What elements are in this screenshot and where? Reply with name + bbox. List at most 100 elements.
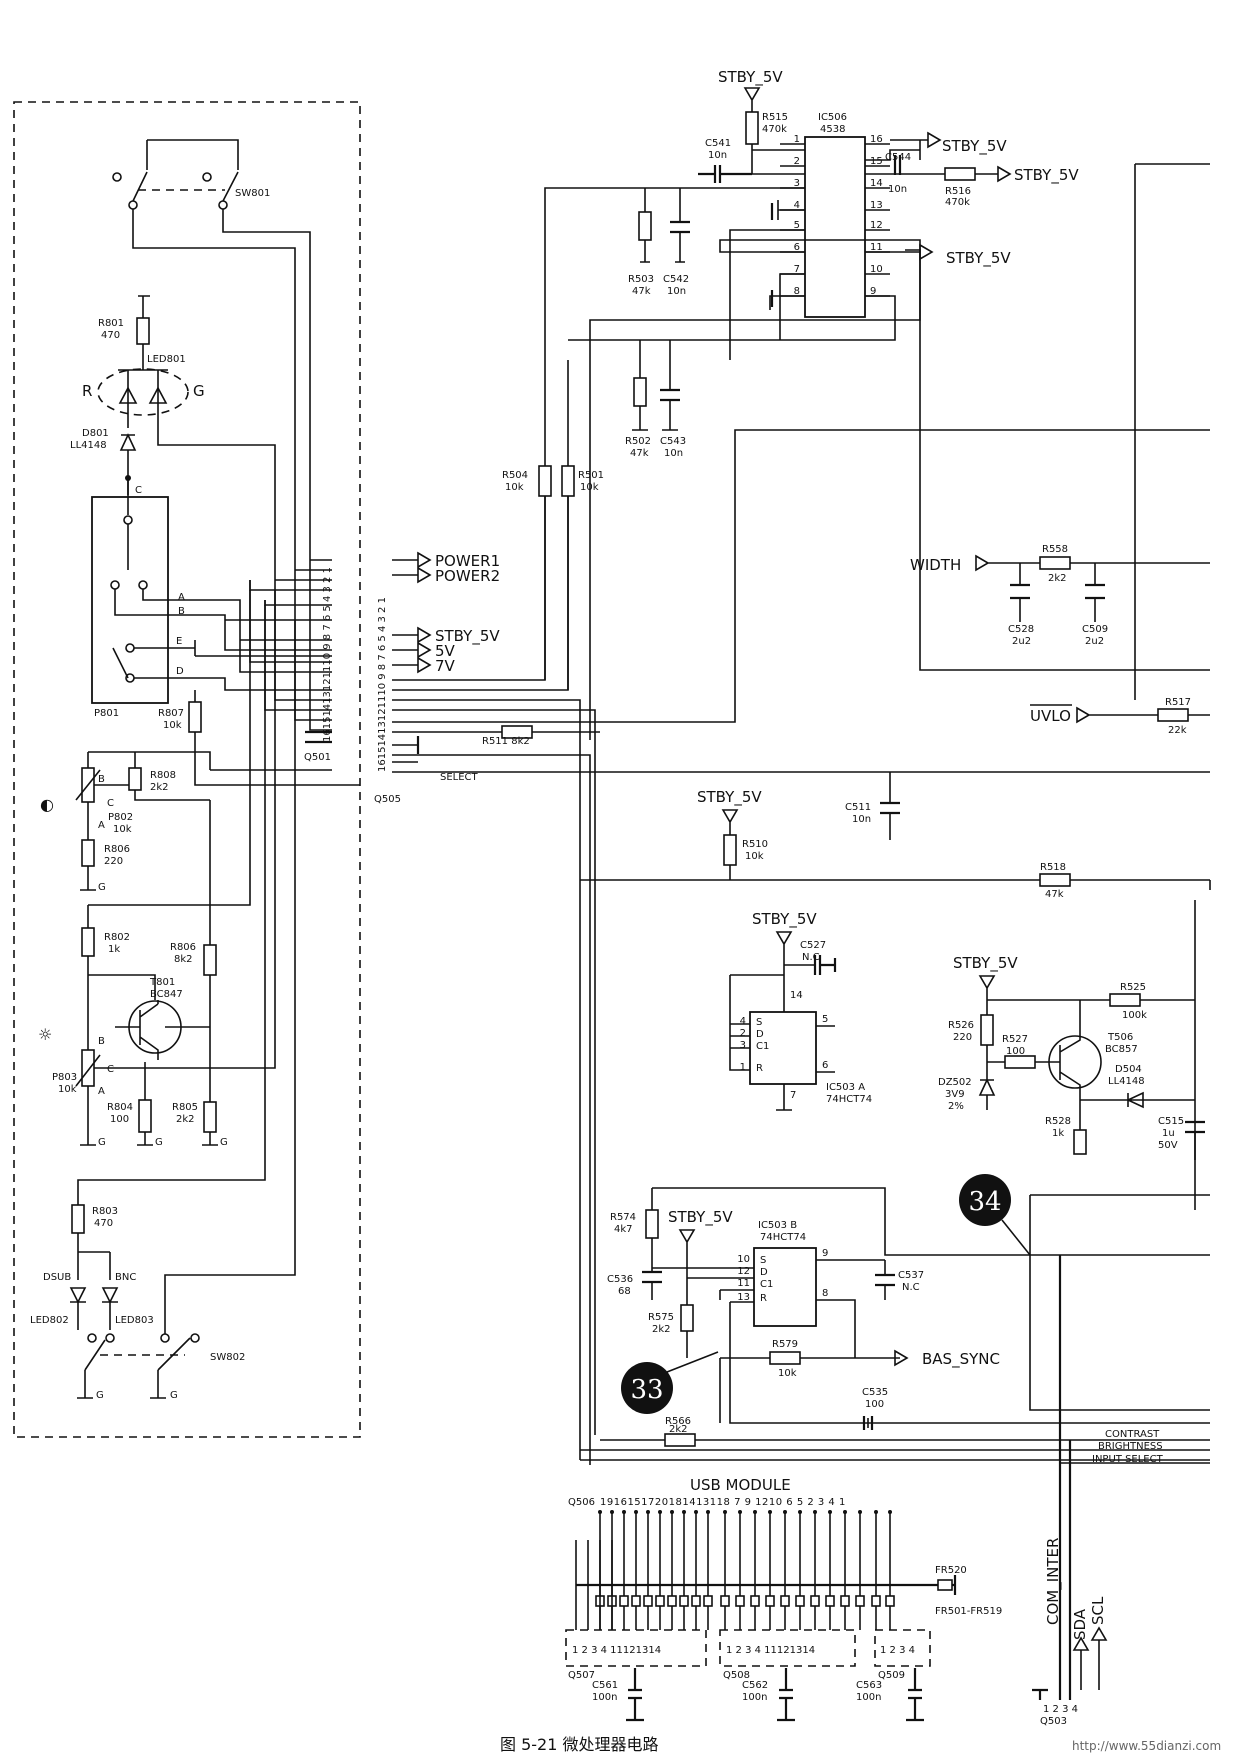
p802-pin-b: B xyxy=(98,774,105,785)
width-uvlo-section: WIDTH R558 2k2 C528 2u2 C509 2u2 UVLO R5… xyxy=(905,249,1210,736)
r526-value: 220 xyxy=(953,1032,972,1043)
usb-module: USB MODULE Q506 1916151720181413118 7 9 … xyxy=(565,1476,1002,1722)
led802-top: DSUB xyxy=(43,1272,71,1283)
ic506-pin-left: 5 xyxy=(794,220,800,231)
q507-pins: 1 2 3 4 11121314 xyxy=(572,1645,661,1656)
d801-label: D801 xyxy=(82,428,109,439)
ic503b-type: 74HCT74 xyxy=(760,1232,806,1243)
sw802-label: SW802 xyxy=(210,1352,245,1363)
r526-label: R526 xyxy=(948,1020,974,1031)
r501-value: 10k xyxy=(580,482,599,493)
r566-value: 2k2 xyxy=(669,1424,688,1435)
r510-label: R510 xyxy=(742,839,768,850)
r801-value: 470 xyxy=(101,330,120,341)
ic503a-pin: 2 xyxy=(740,1028,746,1039)
c528-value: 2u2 xyxy=(1012,636,1031,647)
r805-label: R805 xyxy=(172,1102,198,1113)
brightness-symbol-icon: ☼ xyxy=(38,1025,52,1044)
r511-label: R511 8k2 xyxy=(482,736,530,747)
r806b-label: R806 xyxy=(170,942,196,953)
p803-pin-c: C xyxy=(107,1064,114,1075)
switch-sw801: SW801 xyxy=(112,139,311,570)
p802-value: 10k xyxy=(113,824,132,835)
ic503a-func: R xyxy=(756,1063,763,1074)
q506-label: Q506 xyxy=(568,1497,595,1508)
sw801-label: SW801 xyxy=(235,188,270,199)
selector-p801: C A B E D P801 xyxy=(91,478,241,719)
c527-label: C527 xyxy=(800,940,826,951)
r803-label: R803 xyxy=(92,1206,118,1217)
q509-box xyxy=(874,1629,931,1667)
ic506-pin-left: 6 xyxy=(794,242,800,253)
r801-label: R801 xyxy=(98,318,124,329)
c561-label: C561 xyxy=(592,1680,618,1691)
r503-label: R503 xyxy=(628,274,654,285)
c544-value: 10n xyxy=(888,184,907,195)
c537-label: C537 xyxy=(898,1270,924,1281)
ic506-pin-left: 1 xyxy=(794,134,800,145)
led803-top: BNC xyxy=(115,1272,136,1283)
c509-label: C509 xyxy=(1082,624,1108,635)
q505-label: Q505 xyxy=(374,794,401,805)
ic506-pin-left: 3 xyxy=(794,178,800,189)
c515-label: C515 xyxy=(1158,1116,1184,1127)
fr520-label: FR520 xyxy=(935,1565,967,1576)
r525-label: R525 xyxy=(1120,982,1146,993)
q503-pins: 1 2 3 4 xyxy=(1043,1704,1078,1715)
ic506-pin-right: 15 xyxy=(870,156,883,167)
r806b-value: 8k2 xyxy=(174,954,193,965)
r527-label: R527 xyxy=(1002,1034,1028,1045)
net-stby5v-r510: STBY_5V xyxy=(697,788,762,807)
p803-label: P803 xyxy=(52,1072,77,1083)
r516-label: R516 xyxy=(945,186,971,197)
ic503a-pin-vcc: 14 xyxy=(790,990,803,1001)
ic506-pin-right: 14 xyxy=(870,178,883,189)
q509-pins: 1 2 3 4 xyxy=(880,1645,915,1656)
net-stby5v-pin11: STBY_5V xyxy=(946,249,1011,268)
ic503a-label: IC503 A xyxy=(826,1082,865,1093)
r579-label: R579 xyxy=(772,1339,798,1350)
net-com-inter: COM_INTER xyxy=(1044,1538,1063,1625)
p801-label: P801 xyxy=(94,708,119,719)
ic503a-pin: 3 xyxy=(740,1040,746,1051)
dz502-tol: 2% xyxy=(948,1101,964,1112)
usb-title: USB MODULE xyxy=(690,1476,791,1494)
r558-label: R558 xyxy=(1042,544,1068,555)
c509-value: 2u2 xyxy=(1085,636,1104,647)
r516-value: 470k xyxy=(945,197,970,208)
ic503b-label: IC503 B xyxy=(758,1220,797,1231)
p802-label: P802 xyxy=(108,812,133,823)
pot-p802: ◐ B C A R808 2k2 P802 10k R806 220 G xyxy=(40,751,211,893)
r575-label: R575 xyxy=(648,1312,674,1323)
ic503b-func: D xyxy=(760,1267,768,1278)
d504-value: LL4148 xyxy=(1108,1076,1145,1087)
r528-label: R528 xyxy=(1045,1116,1071,1127)
ic503a-body xyxy=(749,1011,817,1085)
q508-pins: 1 2 3 4 11121314 xyxy=(726,1645,815,1656)
ic503b-section: R574 4k7 C536 68 STBY_5V R575 2k2 IC503 … xyxy=(579,1187,1210,1465)
r579-value: 10k xyxy=(778,1368,797,1379)
led802-label: LED802 xyxy=(30,1315,69,1326)
ic503b-pin: 10 xyxy=(737,1254,750,1265)
r501-label: R501 xyxy=(578,470,604,481)
led801-label: LED801 xyxy=(147,354,186,365)
gnd-1: G xyxy=(98,882,106,893)
r517-value: 22k xyxy=(1168,725,1187,736)
keyboard-board: SW801 R801 470 LED801 R G D801 LL4148 C xyxy=(13,101,361,1438)
net-stby5v-ic503a: STBY_5V xyxy=(752,910,817,929)
q509-label: Q509 xyxy=(878,1670,905,1681)
p802-pin-a: A xyxy=(98,820,105,831)
t506-section: STBY_5V R525 100k R526 220 R527 100 DZ50… xyxy=(938,900,1205,1210)
r574-value: 4k7 xyxy=(614,1224,633,1235)
r802-label: R802 xyxy=(104,932,130,943)
r510-value: 10k xyxy=(745,851,764,862)
ic503a-section: STBY_5V C527 N.C IC503 A 74HCT74 4231SDC… xyxy=(729,910,872,1111)
net-stby5v-t506: STBY_5V xyxy=(953,954,1018,973)
net-bas-sync: BAS_SYNC xyxy=(922,1350,1000,1369)
gnd-6: G xyxy=(170,1390,178,1401)
r808-value: 2k2 xyxy=(150,782,169,793)
r525-value: 100k xyxy=(1122,1010,1147,1021)
dz502-label: DZ502 xyxy=(938,1077,972,1088)
q505-pins: 16151413121110 9 8 7 6 5 4 3 2 1 xyxy=(377,597,388,772)
